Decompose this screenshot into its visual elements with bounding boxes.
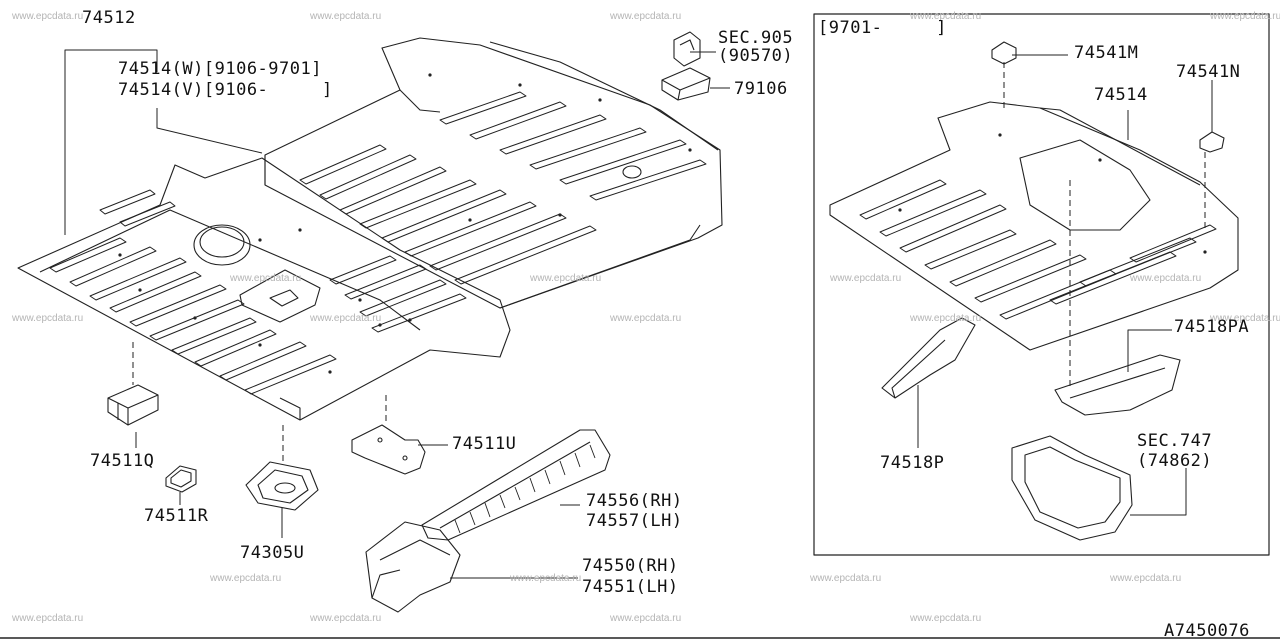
member-74518pa [1055,355,1180,415]
inset-leader-lines [918,55,1212,515]
label-74511r: 74511R [144,506,209,526]
pad-74511r [166,466,196,492]
inset-dashed-guides [1004,62,1205,390]
watermark: www.epcdata.ru [310,613,382,624]
label-sec747: SEC.747 [1137,431,1213,451]
watermark: www.epcdata.ru [1210,313,1280,324]
label-74305u: 74305U [240,543,305,563]
clip-74541n [1200,132,1224,152]
watermark: www.epcdata.ru [910,313,982,324]
watermark: www.epcdata.ru [12,313,84,324]
label-79106: 79106 [734,79,788,99]
watermark: www.epcdata.ru [210,573,282,584]
watermark: www.epcdata.ru [610,11,682,22]
label-74511q: 74511Q [90,451,155,471]
watermark: www.epcdata.ru [510,573,582,584]
watermark: www.epcdata.ru [530,273,602,284]
label-74541m: 74541M [1074,43,1139,63]
label-sec747-ref: (74862) [1137,451,1213,471]
side-member-74556 [422,430,610,540]
bracket-79106 [662,68,710,100]
watermark: www.epcdata.ru [230,273,302,284]
label-74518pa: 74518PA [1174,317,1250,337]
bracket-sec905 [674,32,700,66]
watermark: www.epcdata.ru [610,313,682,324]
label-74514w: 74514(W)[9106-9701] [118,59,322,79]
rear-floor-panel [265,38,722,308]
watermark: www.epcdata.ru [910,11,982,22]
spare-tire-pan [1012,436,1132,540]
inset-range-label: [9701- ] [818,18,947,38]
front-floor-ribs [50,190,466,394]
watermark: www.epcdata.ru [910,613,982,624]
label-74551: 74551(LH) [582,577,679,597]
label-74514: 74514 [1094,85,1148,105]
watermark: www.epcdata.ru [12,613,84,624]
member-74518p [882,318,975,398]
label-74556: 74556(RH) [586,491,683,511]
cover-74511u [352,425,425,474]
label-74512: 74512 [82,8,136,28]
front-floor-panel [18,158,510,420]
plug-74305u [246,462,318,510]
clip-74541m [992,42,1016,64]
watermark: www.epcdata.ru [830,273,902,284]
label-74518p: 74518P [880,453,945,473]
diagram-code: A7450076 [1164,621,1250,641]
leader-lines [65,50,730,578]
watermark: www.epcdata.ru [1110,573,1182,584]
dashed-guides [133,342,386,462]
watermark: www.epcdata.ru [310,11,382,22]
label-74550: 74550(RH) [582,556,679,576]
inset-frame [814,14,1269,555]
side-member-74550 [366,522,460,612]
inset-floor-panel [830,102,1238,350]
watermark: www.epcdata.ru [12,11,84,22]
watermark: www.epcdata.ru [610,613,682,624]
label-74511u: 74511U [452,434,517,454]
watermark: www.epcdata.ru [810,573,882,584]
label-74557: 74557(LH) [586,511,683,531]
label-74541n: 74541N [1176,62,1241,82]
label-sec905: SEC.905 [718,28,794,48]
bracket-74511q [108,385,158,425]
watermark: www.epcdata.ru [310,313,382,324]
watermark: www.epcdata.ru [1130,273,1202,284]
watermark: www.epcdata.ru [1210,11,1280,22]
label-74514v: 74514(V)[9106- ] [118,80,333,100]
label-sec905-ref: (90570) [718,46,794,66]
